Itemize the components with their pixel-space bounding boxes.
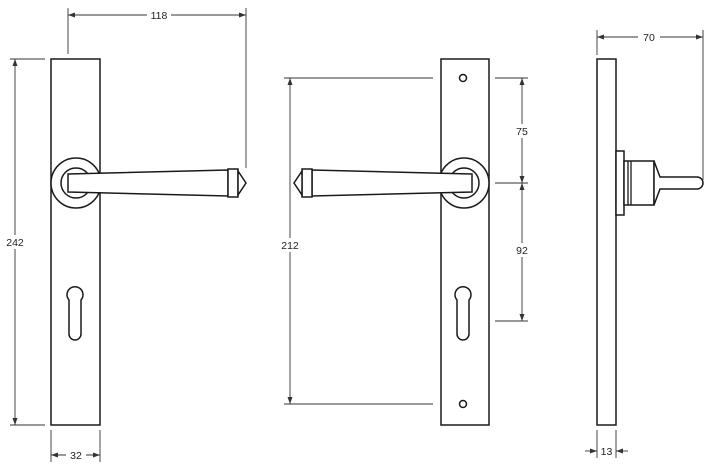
back-lever-tip [293,168,303,198]
front-keyhole [66,285,84,341]
dim-13: 13 [601,446,613,458]
bottom-fixing-hole [458,399,468,409]
side-backplate [596,58,617,426]
back-backplate [440,58,490,426]
top-fixing-hole [458,73,468,83]
dim-75: 75 [516,126,528,138]
dim-212: 212 [281,240,299,252]
front-lever [67,169,229,197]
back-keyhole [454,285,472,341]
side-lever [653,160,704,206]
front-lever-tip [237,168,247,198]
dim-32: 32 [70,450,82,462]
dim-70: 70 [643,32,655,44]
dim-92: 92 [516,245,528,257]
front-lever-collar [227,168,239,198]
side-lever-boss [623,160,655,206]
front-backplate [50,58,101,426]
back-lever-collar [301,168,313,198]
front-view: 118 242 32 [2,8,247,462]
dim-242: 242 [6,237,24,249]
dim-118: 118 [151,10,168,22]
back-view: 212 75 92 [277,58,532,426]
back-lever [311,169,473,197]
side-view: 70 13 [585,30,704,458]
side-rose [615,150,625,216]
